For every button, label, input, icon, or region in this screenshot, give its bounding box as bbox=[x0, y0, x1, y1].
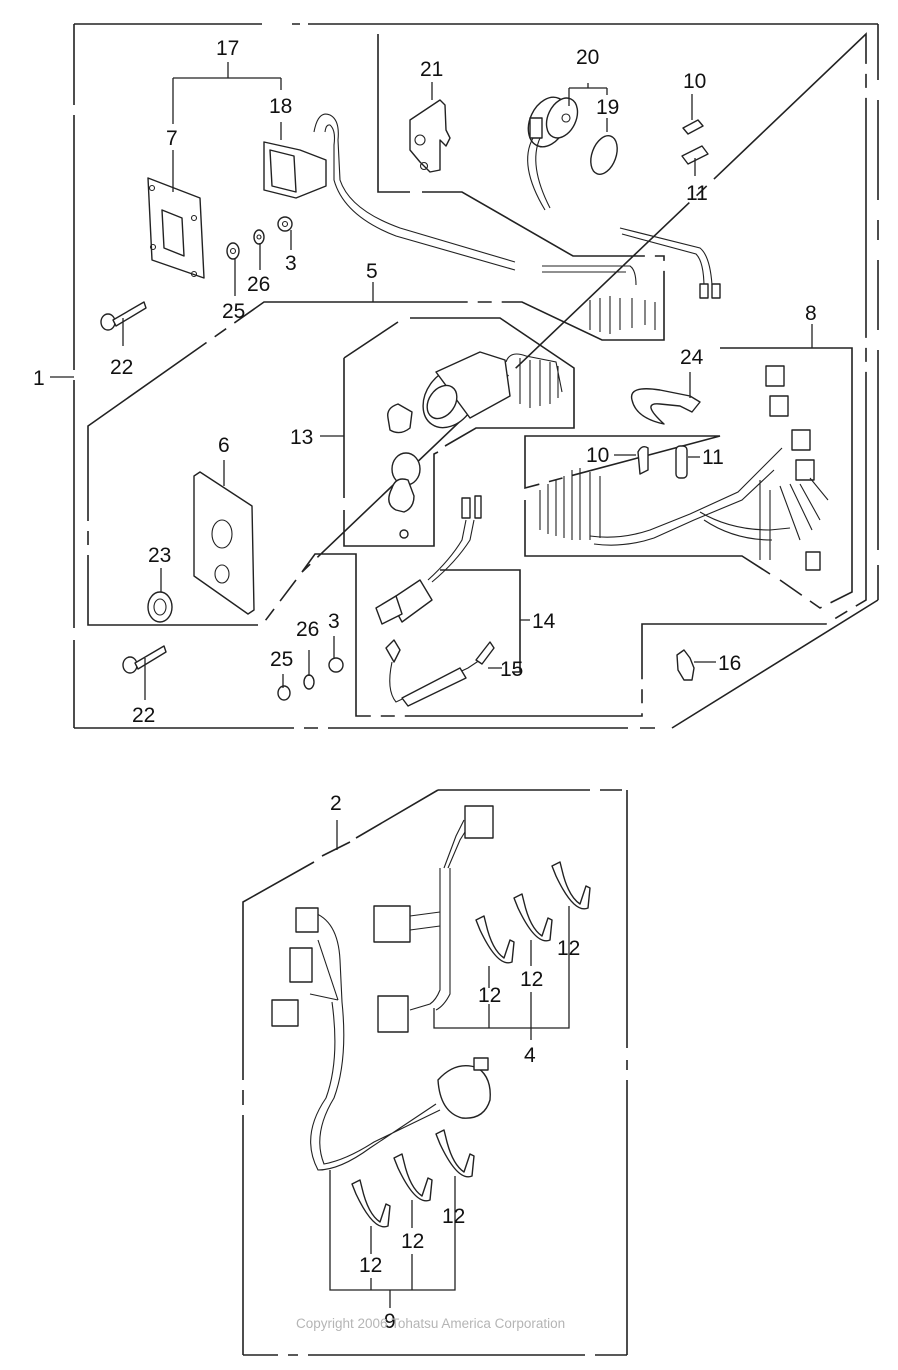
part-7-gasket-plate[interactable] bbox=[147, 177, 205, 279]
callout-12-c[interactable]: 12 bbox=[557, 937, 580, 960]
part-6-plate[interactable] bbox=[193, 471, 255, 615]
stop-switch-frame bbox=[440, 569, 521, 673]
part-16-lock-plate[interactable] bbox=[676, 649, 695, 681]
callout-9[interactable]: 9 bbox=[384, 1310, 396, 1333]
callout-6[interactable]: 6 bbox=[218, 434, 230, 457]
callout-12-e[interactable]: 12 bbox=[401, 1230, 424, 1253]
part-26-spring-washer-bottom[interactable] bbox=[303, 674, 315, 690]
part-15-lanyard[interactable] bbox=[385, 639, 495, 707]
part-11-sleeve-harness[interactable] bbox=[675, 445, 688, 479]
callout-23[interactable]: 23 bbox=[148, 544, 171, 567]
part-12-clamp-c[interactable] bbox=[551, 861, 591, 910]
main-switch-frame bbox=[343, 317, 575, 547]
callout-22-top[interactable]: 22 bbox=[110, 356, 133, 379]
part-25-washer-top[interactable] bbox=[226, 242, 240, 260]
part-13-main-switch[interactable] bbox=[412, 351, 563, 438]
part-3-nut-top[interactable] bbox=[277, 216, 293, 232]
callout-13[interactable]: 13 bbox=[290, 426, 313, 449]
group-1-frame bbox=[73, 23, 879, 729]
copyright-watermark: Copyright 2006 Tohatsu America Corporati… bbox=[296, 1316, 565, 1331]
callout-3-top[interactable]: 3 bbox=[285, 252, 297, 275]
main-harness-frame bbox=[524, 347, 853, 609]
callout-10-harness[interactable]: 10 bbox=[586, 444, 609, 467]
part-4-harness-assembly[interactable] bbox=[373, 805, 494, 1033]
callout-12-b[interactable]: 12 bbox=[520, 968, 543, 991]
leader-lines bbox=[50, 62, 813, 1308]
callout-19[interactable]: 19 bbox=[596, 96, 619, 119]
part-19-buzzer-cover[interactable] bbox=[586, 132, 622, 178]
part-buzzer-lead-connectors bbox=[542, 227, 721, 334]
callout-2[interactable]: 2 bbox=[330, 792, 342, 815]
part-8-main-harness[interactable] bbox=[539, 365, 829, 571]
callout-12-f[interactable]: 12 bbox=[442, 1205, 465, 1228]
callout-26-top[interactable]: 26 bbox=[247, 273, 270, 296]
part-14-stop-switch[interactable] bbox=[375, 495, 482, 625]
callout-25-bottom[interactable]: 25 bbox=[270, 648, 293, 671]
part-10-cord-connector-top[interactable] bbox=[682, 119, 704, 135]
part-10-cord-connector-harness[interactable] bbox=[637, 445, 649, 475]
callout-16[interactable]: 16 bbox=[718, 652, 741, 675]
callouts: 1 17 18 7 3 26 25 22 5 21 20 19 10 11 8 … bbox=[33, 37, 817, 1333]
callout-10-top[interactable]: 10 bbox=[683, 70, 706, 93]
part-12-clamp-d[interactable] bbox=[351, 1179, 391, 1228]
callout-17[interactable]: 17 bbox=[216, 37, 239, 60]
callout-20[interactable]: 20 bbox=[576, 46, 599, 69]
part-24-band[interactable] bbox=[630, 388, 701, 425]
callout-12-a[interactable]: 12 bbox=[478, 984, 501, 1007]
part-12-clamp-b[interactable] bbox=[513, 893, 553, 942]
part-23-nut[interactable] bbox=[147, 591, 173, 623]
callout-8[interactable]: 8 bbox=[805, 302, 817, 325]
callout-1[interactable]: 1 bbox=[33, 367, 45, 390]
group-2-frame bbox=[242, 789, 628, 1356]
part-2-wiring-harness[interactable] bbox=[271, 907, 491, 1171]
callout-12-d[interactable]: 12 bbox=[359, 1254, 382, 1277]
callout-22-bottom[interactable]: 22 bbox=[132, 704, 155, 727]
callout-14[interactable]: 14 bbox=[532, 610, 556, 633]
part-20-buzzer[interactable] bbox=[521, 91, 584, 211]
callout-3-bottom[interactable]: 3 bbox=[328, 610, 340, 633]
callout-4[interactable]: 4 bbox=[524, 1044, 536, 1067]
callout-18[interactable]: 18 bbox=[269, 95, 292, 118]
part-13-key[interactable] bbox=[388, 478, 415, 539]
callout-21[interactable]: 21 bbox=[420, 58, 443, 81]
part-25-washer-bottom[interactable] bbox=[277, 685, 291, 701]
callout-5[interactable]: 5 bbox=[366, 260, 378, 283]
callout-7[interactable]: 7 bbox=[166, 127, 178, 150]
callout-15[interactable]: 15 bbox=[500, 658, 523, 681]
part-11-sleeve-top[interactable] bbox=[681, 145, 709, 165]
part-13-key-tag[interactable] bbox=[387, 403, 413, 434]
part-12-clamp-f[interactable] bbox=[435, 1129, 475, 1178]
callout-25-top[interactable]: 25 bbox=[222, 300, 245, 323]
part-18-warning-lamp[interactable] bbox=[263, 113, 516, 271]
callout-11-top[interactable]: 11 bbox=[686, 182, 708, 205]
part-12-clamp-a[interactable] bbox=[475, 915, 515, 964]
part-3-nut-bottom[interactable] bbox=[328, 657, 344, 673]
part-26-spring-washer-top[interactable] bbox=[253, 229, 265, 245]
callout-26-bottom[interactable]: 26 bbox=[296, 618, 319, 641]
part-21-buzzer-bracket[interactable] bbox=[409, 99, 451, 173]
part-22-screw-bottom[interactable] bbox=[122, 645, 167, 674]
callout-11-harness[interactable]: 11 bbox=[702, 446, 724, 469]
buzzer-group-frame bbox=[87, 32, 867, 717]
part-12-clamp-e[interactable] bbox=[393, 1153, 433, 1202]
callout-24[interactable]: 24 bbox=[680, 346, 704, 369]
part-22-screw-top[interactable] bbox=[100, 301, 147, 331]
